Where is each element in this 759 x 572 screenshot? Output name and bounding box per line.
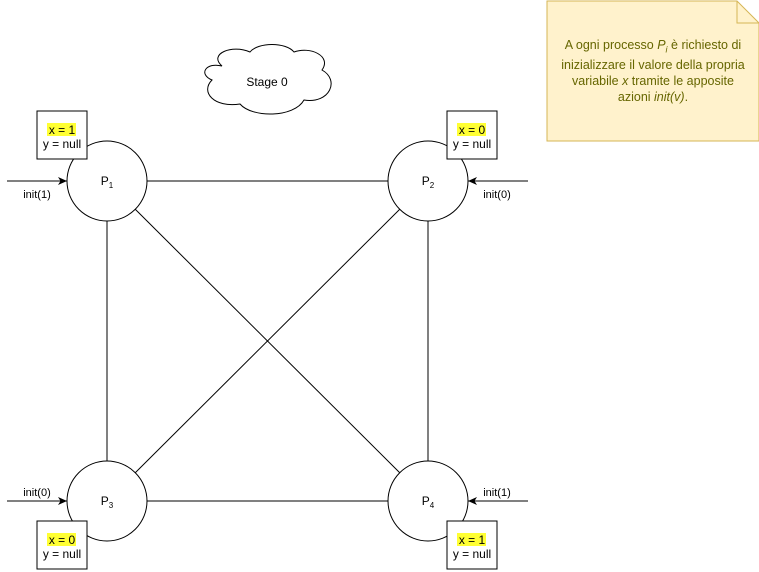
process-p2: P2 x = 0 y = null init(0) — [387, 110, 528, 222]
x-value: x = 1 — [459, 533, 486, 547]
note-process-var: P — [657, 37, 666, 52]
x-highlight — [47, 123, 76, 136]
init-action-label: init(1) — [23, 189, 51, 201]
x-value: x = 0 — [49, 533, 76, 547]
note-text: A ogni processo Pi è richiesto di inizia… — [547, 1, 759, 141]
process-p1: P1 x = 1 y = null init(1) — [7, 110, 148, 222]
note-line3-post: tramite le apposite — [628, 74, 734, 89]
x-value: x = 0 — [459, 123, 486, 137]
process-label: P2 — [422, 174, 435, 190]
note-variable-x: x — [622, 74, 629, 89]
edge-p2-p3 — [134, 208, 401, 474]
x-value: x = 1 — [49, 123, 76, 137]
x-highlight — [457, 533, 486, 546]
stage-cloud: Stage 0 — [204, 44, 332, 115]
init-action-label: init(0) — [23, 487, 51, 499]
init-action-label: init(0) — [483, 189, 511, 201]
x-highlight — [47, 533, 76, 546]
edges — [106, 180, 429, 502]
note-line2: inizializzare il valore della propria — [561, 58, 745, 73]
init-action-label: init(1) — [483, 487, 511, 499]
note-line4-pre: azioni — [617, 90, 655, 105]
y-value: y = null — [43, 547, 81, 561]
y-value: y = null — [453, 547, 491, 561]
x-highlight — [457, 123, 486, 136]
note-line1-post: è richiesto di — [667, 37, 742, 52]
note-line3-pre: variabile — [572, 74, 623, 89]
process-label: P4 — [422, 494, 435, 510]
process-p4: P4 x = 1 y = null init(1) — [387, 460, 528, 570]
process-p3: P3 x = 0 y = null init(0) — [7, 460, 148, 570]
note-line4-post: . — [684, 90, 689, 105]
process-label: P3 — [101, 494, 114, 510]
note-process-sub: i — [665, 44, 668, 55]
note-line1-pre: A ogni processo — [564, 37, 658, 52]
state-box — [446, 520, 498, 570]
y-value: y = null — [43, 137, 81, 151]
stage-label: Stage 0 — [246, 75, 288, 89]
note-init-function: init(v) — [654, 90, 685, 105]
note-shape — [546, 0, 759, 142]
y-value: y = null — [453, 137, 491, 151]
process-label: P1 — [101, 174, 114, 190]
